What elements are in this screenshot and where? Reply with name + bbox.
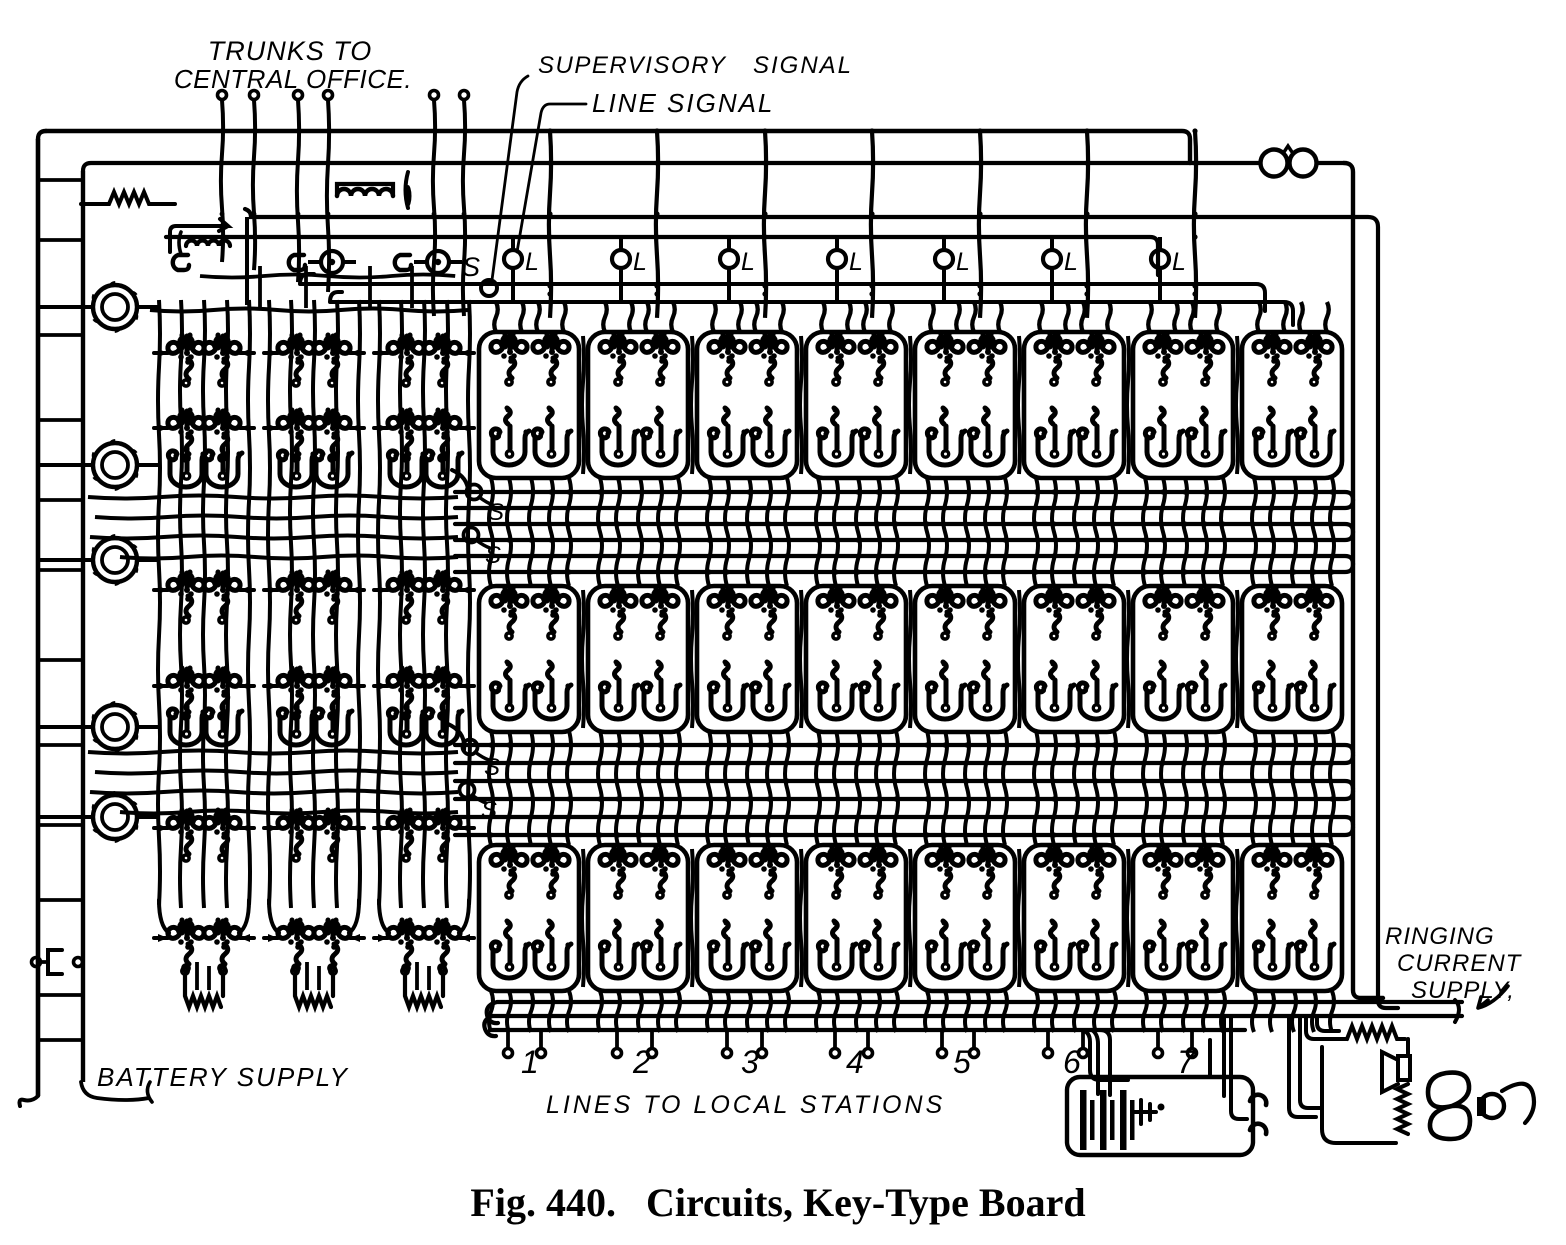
svg-text:6: 6 <box>1063 1044 1081 1080</box>
svg-text:4: 4 <box>846 1044 864 1080</box>
svg-text:RINGING: RINGING <box>1385 923 1495 950</box>
svg-text:L: L <box>1064 248 1078 276</box>
svg-text:2: 2 <box>632 1044 651 1080</box>
svg-text:3: 3 <box>741 1044 759 1080</box>
svg-text:L: L <box>849 248 863 276</box>
svg-text:S: S <box>462 252 480 282</box>
svg-text:L: L <box>525 248 539 276</box>
svg-text:CENTRAL OFFICE.: CENTRAL OFFICE. <box>174 64 412 94</box>
svg-text:CURRENT: CURRENT <box>1397 950 1523 977</box>
svg-text:L: L <box>633 248 647 276</box>
svg-text:Fig. 440. Circuits, Key-Type: Fig. 440. Circuits, Key-Type Board <box>470 1180 1085 1225</box>
svg-text:SIGNAL: SIGNAL <box>753 52 853 79</box>
svg-text:5: 5 <box>953 1044 971 1080</box>
svg-text:TRUNKS TO: TRUNKS TO <box>208 36 373 66</box>
svg-text:SUPERVISORY: SUPERVISORY <box>538 52 727 79</box>
svg-text:LINES TO LOCAL STATIONS: LINES TO LOCAL STATIONS <box>546 1091 945 1119</box>
svg-text:LINE SIGNAL: LINE SIGNAL <box>592 88 774 118</box>
svg-text:7: 7 <box>1177 1044 1196 1080</box>
svg-text:BATTERY SUPPLY: BATTERY SUPPLY <box>97 1062 349 1092</box>
svg-text:L: L <box>1172 248 1186 276</box>
svg-text:1: 1 <box>521 1044 539 1080</box>
svg-text:L: L <box>956 248 970 276</box>
svg-text:L: L <box>741 248 755 276</box>
svg-text:SUPPLY,: SUPPLY, <box>1411 977 1515 1004</box>
